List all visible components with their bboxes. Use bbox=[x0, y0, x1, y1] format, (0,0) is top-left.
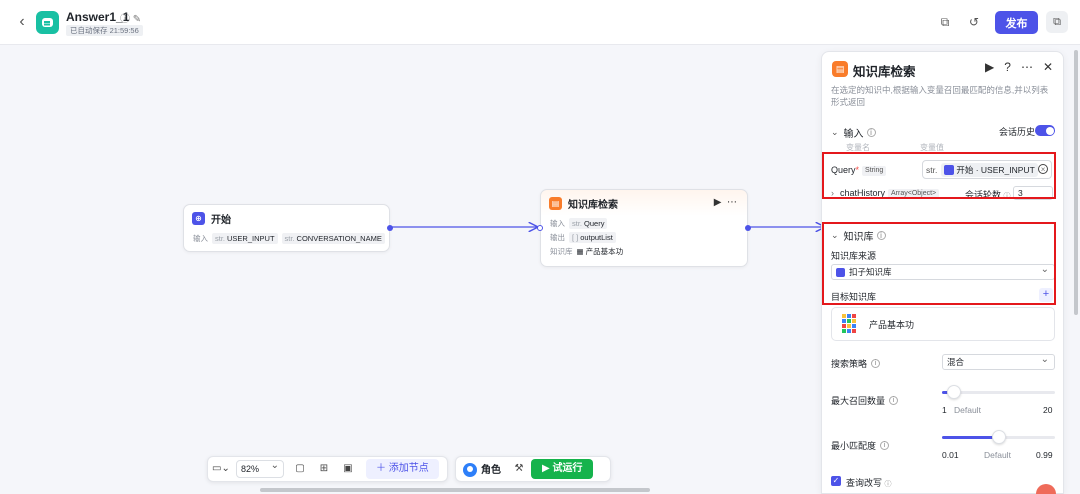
assistant-avatar[interactable] bbox=[1036, 484, 1056, 494]
start-node[interactable]: ⊕ 开始 输入 str.USER_INPUT str.CONVERSATION_… bbox=[183, 204, 393, 252]
info-icon: i bbox=[876, 231, 886, 240]
start-node-icon: ⊕ bbox=[192, 211, 205, 225]
run-toolbar: 角色 ⚒ ▶ 试运行 bbox=[455, 456, 611, 482]
back-arrow-icon[interactable]: ‹ bbox=[19, 13, 25, 30]
run-node-icon[interactable]: ▶ bbox=[985, 60, 995, 74]
min-match-knob[interactable] bbox=[991, 430, 1006, 444]
min-match-min: 0.01 bbox=[942, 450, 959, 460]
horizontal-scrollbar[interactable] bbox=[260, 488, 650, 492]
app-info-edit-icons[interactable]: ⓘ ✎ bbox=[120, 14, 142, 25]
chevron-down-icon: ⌄ bbox=[831, 230, 839, 240]
app-name: Answer1_1 bbox=[66, 10, 130, 24]
max-recall-default: Default bbox=[954, 405, 981, 415]
zoom-select[interactable]: 82% bbox=[236, 458, 284, 478]
panel-kb-icon: ▤ bbox=[832, 61, 848, 77]
app-header: ‹ Answer1_1 ⓘ ✎ 已自动保存 21:59:56 ⧉ ↺ 发布 ⧉ bbox=[0, 0, 1080, 45]
canvas-toolbar: ▭⌄ 82% ▢ ⊞ ▣ ＋ 添加节点 bbox=[207, 456, 448, 482]
vertical-scrollbar[interactable] bbox=[1074, 50, 1078, 315]
kb-input-tag: str.Query bbox=[569, 217, 608, 229]
wrench-icon[interactable]: ⚒ bbox=[514, 463, 524, 474]
add-kb-button[interactable]: + bbox=[1039, 288, 1053, 302]
turns-label: 会话轮数 ⓘ bbox=[965, 190, 1011, 200]
help-icon[interactable]: ? bbox=[1004, 60, 1011, 74]
history-toggle[interactable] bbox=[1035, 125, 1055, 136]
kb-output-port[interactable] bbox=[745, 225, 751, 231]
test-run-button[interactable]: ▶ 试运行 bbox=[531, 459, 594, 479]
target-kb-name: 产品基本功 bbox=[869, 319, 915, 330]
minimap-icon[interactable]: ▭⌄ bbox=[212, 463, 230, 474]
turns-input[interactable]: 3 bbox=[1013, 186, 1053, 200]
kb-output-tag: [ ]outputList bbox=[569, 231, 616, 243]
start-node-title: 开始 bbox=[211, 214, 231, 226]
layout-toggle-icon[interactable]: ⧉ bbox=[1046, 11, 1068, 33]
col-var-name: 变量名 bbox=[846, 143, 870, 152]
start-input-label: 输入 bbox=[193, 233, 208, 243]
close-icon[interactable]: ✕ bbox=[1042, 60, 1053, 74]
start-input-tag-2: str.CONVERSATION_NAME bbox=[281, 232, 385, 244]
add-node-button[interactable]: ＋ 添加节点 bbox=[366, 459, 439, 479]
image-icon[interactable]: ▣ bbox=[343, 463, 353, 474]
kb-thumbnail-icon bbox=[842, 314, 860, 334]
info-icon: i bbox=[866, 128, 876, 137]
kb-node-actions[interactable]: ▶ ⋯ bbox=[713, 197, 737, 208]
auto-layout-icon[interactable]: ⊞ bbox=[319, 463, 329, 474]
kb-source-label: 知识库来源 bbox=[831, 251, 877, 261]
kb-output-label: 输出 bbox=[550, 232, 565, 242]
role-avatar-icon bbox=[463, 463, 477, 478]
start-output-port[interactable] bbox=[387, 225, 393, 231]
max-recall-max: 20 bbox=[1043, 405, 1053, 415]
query-rewrite-label: 查询改写 ⓘ bbox=[846, 478, 892, 488]
autosave-status: 已自动保存 21:59:56 bbox=[66, 25, 143, 36]
app-logo-icon bbox=[36, 11, 59, 34]
start-ref-icon bbox=[944, 164, 955, 175]
query-field-label: Query*String bbox=[831, 165, 887, 176]
role-button[interactable]: 角色 bbox=[463, 461, 501, 478]
node-config-panel: ▤ 知识库检索 ▶ ? ⋯ ✕ 在选定的知识中,根据输入变量召回最匹配的信息,并… bbox=[821, 51, 1064, 494]
kb-source-select[interactable]: 扣子知识库⌄ bbox=[831, 264, 1055, 280]
query-reference-input[interactable]: str. 开始 · USER_INPUT × bbox=[922, 160, 1052, 179]
history-icon[interactable]: ↺ bbox=[968, 15, 980, 29]
copy-icon[interactable]: ⧉ bbox=[940, 15, 950, 29]
max-recall-min: 1 bbox=[942, 405, 947, 415]
panel-description: 在选定的知识中,根据输入变量召回最匹配的信息,并以列表形式返回 bbox=[831, 85, 1049, 107]
chevron-down-icon: ⌄ bbox=[831, 127, 839, 137]
variable-picker-icon[interactable] bbox=[1038, 164, 1048, 174]
kb-kb-label: 知识库 bbox=[550, 246, 573, 256]
publish-button[interactable]: 发布 bbox=[995, 11, 1038, 34]
kb-node-title: 知识库检索 bbox=[568, 199, 618, 211]
min-match-slider[interactable] bbox=[942, 430, 1055, 444]
target-kb-item[interactable]: 产品基本功 bbox=[831, 307, 1055, 341]
max-recall-slider[interactable] bbox=[942, 385, 1055, 399]
kb-input-label: 输入 bbox=[550, 218, 565, 228]
kb-node-icon: ▤ bbox=[549, 196, 562, 210]
query-rewrite-checkbox[interactable]: ✓ bbox=[831, 476, 841, 486]
history-label: 会话历史 bbox=[999, 127, 1036, 137]
strategy-select[interactable]: 混合⌄ bbox=[942, 354, 1055, 370]
query-ref-chip: 开始 · USER_INPUT bbox=[941, 162, 1038, 177]
more-icon[interactable]: ⋯ bbox=[1020, 60, 1033, 74]
comment-icon[interactable]: ▢ bbox=[295, 463, 305, 474]
min-match-max: 0.99 bbox=[1036, 450, 1053, 460]
kb-node[interactable]: ▤ 知识库检索 ▶ ⋯ 输入 str.Query 输出 [ ]outputLis… bbox=[537, 189, 751, 267]
kb-source-icon bbox=[836, 267, 845, 277]
target-kb-label: 目标知识库 bbox=[831, 292, 877, 302]
panel-title: 知识库检索 bbox=[853, 65, 916, 79]
kb-input-port[interactable] bbox=[537, 225, 543, 231]
start-input-tag-1: str.USER_INPUT bbox=[212, 232, 278, 244]
kb-kb-value: ▦ 产品基本功 bbox=[576, 246, 624, 256]
panel-actions: ▶ ? ⋯ ✕ bbox=[985, 60, 1053, 74]
col-var-value: 变量值 bbox=[920, 143, 944, 152]
max-recall-knob[interactable] bbox=[946, 385, 961, 399]
min-match-default: Default bbox=[984, 450, 1011, 460]
